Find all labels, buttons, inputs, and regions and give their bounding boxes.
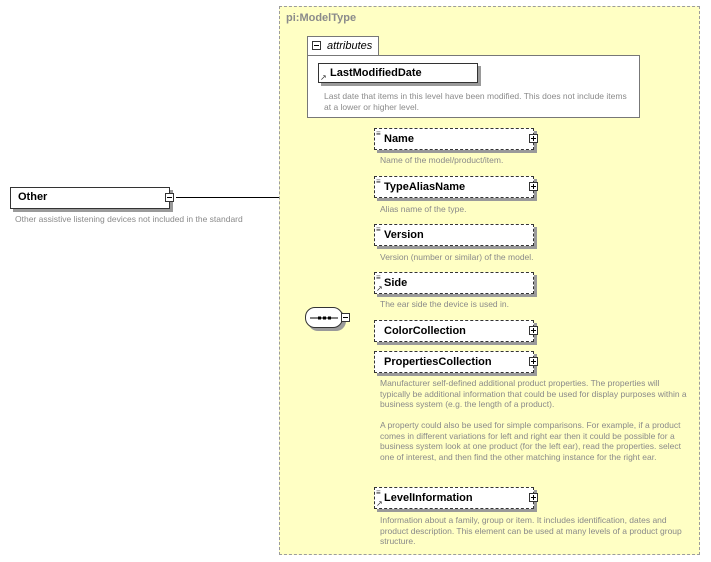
sequence-icon: [310, 316, 338, 320]
element-label: Version: [384, 229, 424, 241]
attribute-last-modified-date[interactable]: ↗ LastModifiedDate: [318, 63, 478, 83]
element-version[interactable]: ≡ Version: [374, 224, 534, 246]
element-description: Version (number or similar) of the model…: [380, 252, 534, 262]
reference-arrow-icon: ↗: [376, 499, 383, 508]
element-description: Alias name of the type.: [380, 204, 467, 214]
root-element-description: Other assistive listening devices not in…: [15, 214, 243, 224]
element-label: ColorCollection: [384, 325, 466, 337]
model-type-title: pi:ModelType: [286, 12, 357, 24]
element-properties-collection[interactable]: PropertiesCollection: [374, 351, 534, 373]
reference-arrow-icon: ↗: [376, 284, 383, 293]
element-label: Name: [384, 133, 414, 145]
expand-icon[interactable]: [529, 357, 538, 366]
collapse-icon[interactable]: [312, 41, 321, 50]
element-side[interactable]: ≡ ↗ Side: [374, 272, 534, 294]
root-element-label: Other: [18, 191, 48, 203]
sequence-compositor: [305, 307, 343, 328]
element-label: PropertiesCollection: [384, 356, 492, 368]
attributes-tab: [307, 36, 379, 55]
element-label: TypeAliasName: [384, 181, 466, 193]
element-color-collection[interactable]: ColorCollection: [374, 320, 534, 342]
element-type-alias-name[interactable]: ≡ TypeAliasName: [374, 176, 534, 198]
expand-icon[interactable]: [529, 493, 538, 502]
expand-icon[interactable]: [529, 326, 538, 335]
element-label: Side: [384, 277, 408, 289]
documentation-icon: ≡: [376, 177, 381, 186]
element-description: Information about a family, group or ite…: [380, 515, 682, 546]
root-element-box[interactable]: Other: [10, 187, 170, 209]
attribute-label: LastModifiedDate: [330, 67, 422, 79]
collapse-icon[interactable]: [341, 313, 350, 322]
element-label: LevelInformation: [384, 492, 473, 504]
documentation-icon: ≡: [376, 225, 381, 234]
element-description: Manufacturer self-defined additional pro…: [380, 378, 687, 462]
element-description: Name of the model/product/item.: [380, 155, 504, 165]
documentation-icon: ≡: [376, 129, 381, 138]
expand-icon[interactable]: [529, 182, 538, 191]
expand-icon[interactable]: [529, 134, 538, 143]
documentation-icon: ≡: [376, 488, 381, 497]
reference-arrow-icon: ↗: [320, 73, 327, 82]
element-description: The ear side the device is used in.: [380, 299, 509, 309]
documentation-icon: ≡: [376, 273, 381, 282]
element-level-information[interactable]: ≡ ↗ LevelInformation: [374, 487, 534, 509]
collapse-icon[interactable]: [165, 193, 174, 202]
attributes-label: attributes: [327, 40, 373, 52]
attribute-description: Last date that items in this level have …: [324, 91, 627, 112]
element-name[interactable]: ≡ Name: [374, 128, 534, 150]
